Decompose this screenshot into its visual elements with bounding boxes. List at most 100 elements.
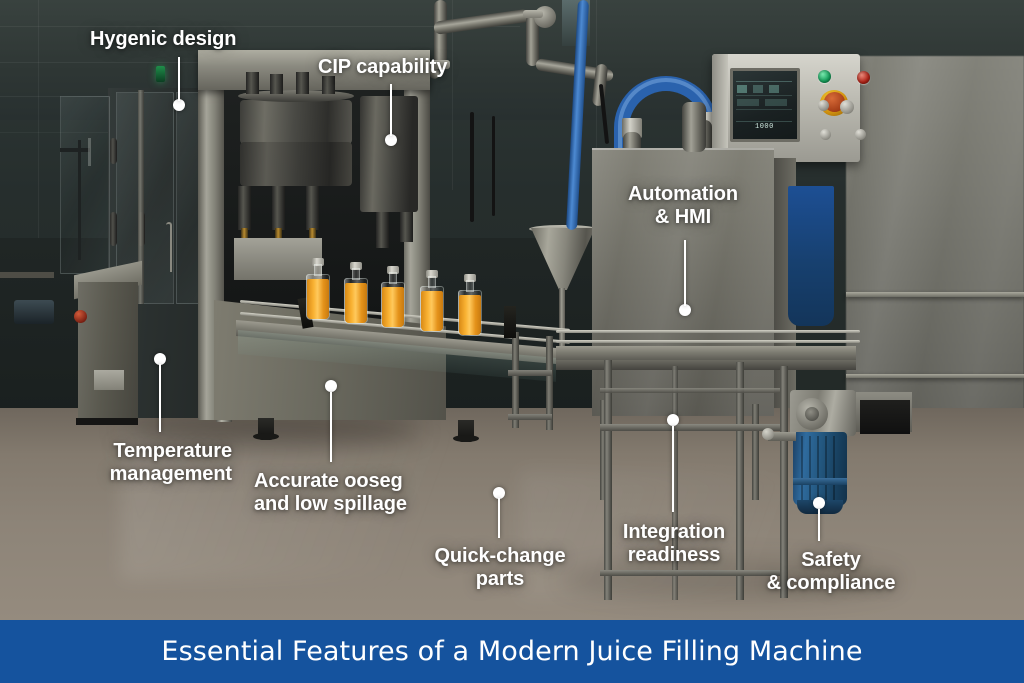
- wall-seam: [452, 0, 453, 190]
- callout-dot-cip-capability: [385, 134, 397, 146]
- guard-door-handle[interactable]: [110, 212, 117, 246]
- cip-pipe-vertical: [526, 14, 539, 66]
- pedestal-base: [76, 418, 138, 425]
- filling-nozzle: [376, 212, 389, 248]
- bottle-body: [420, 286, 444, 332]
- support-frame-post: [604, 360, 612, 600]
- nozzle-head: [296, 72, 309, 94]
- callout-dot-integration-readiness: [667, 414, 679, 426]
- callout-line-temperature-management: [159, 364, 161, 432]
- caption-bar: Essential Features of a Modern Juice Fil…: [0, 620, 1024, 683]
- cabinet-leg: [600, 400, 607, 500]
- callout-line-safety-compliance: [818, 509, 820, 541]
- motor-band: [793, 478, 847, 485]
- motor-fin: [809, 436, 811, 502]
- hmi-touchscreen[interactable]: 1000: [730, 68, 800, 142]
- factory-photo: 1000: [0, 0, 1024, 620]
- bottle-neck: [314, 264, 322, 276]
- callout-line-accurate-dosing: [330, 392, 332, 462]
- hmi-widget: [737, 99, 759, 106]
- support-bracket: [60, 148, 90, 152]
- juice-bottle: [458, 274, 482, 336]
- funnel-outlet-pipe: [559, 288, 565, 354]
- filling-nozzle: [238, 186, 251, 230]
- conveyor-guide-rail: [556, 330, 860, 333]
- control-pedestal[interactable]: [78, 282, 138, 420]
- bottle-neck: [466, 280, 474, 292]
- filling-nozzle: [400, 212, 413, 242]
- motor-fin: [833, 436, 835, 502]
- hmi-screen-line: [736, 81, 792, 82]
- juice-fill: [382, 287, 404, 327]
- wall-rail: [846, 292, 1024, 297]
- gearbox-flange: [796, 398, 828, 430]
- hmi-screen-line: [736, 121, 792, 122]
- nozzle-tip: [309, 228, 316, 244]
- callout-dot-automation-hmi: [679, 304, 691, 316]
- callout-dot-quick-change-parts: [493, 487, 505, 499]
- wall-seam: [38, 0, 39, 250]
- support-pole: [78, 140, 81, 260]
- guard-door-handle[interactable]: [110, 138, 117, 164]
- machine-subpanel: [234, 238, 322, 280]
- support-frame-post: [780, 366, 788, 598]
- nozzle-head: [270, 74, 283, 94]
- bottle-cap: [464, 274, 476, 282]
- support-frame-rail: [600, 570, 780, 576]
- blue-guide-chute: [788, 186, 834, 326]
- bottle-body: [381, 282, 405, 328]
- push-button[interactable]: [820, 129, 831, 140]
- push-button[interactable]: [818, 100, 829, 111]
- pipe-clamp: [430, 60, 450, 69]
- hmi-widget: [737, 85, 747, 93]
- selector-switch[interactable]: [840, 100, 854, 114]
- juice-fill: [421, 291, 443, 331]
- filling-nozzle: [272, 186, 285, 230]
- hmi-value-readout: 1000: [755, 123, 774, 131]
- red-indicator-light: [857, 71, 870, 84]
- juice-bottle: [420, 270, 444, 332]
- guard-pull-handle[interactable]: [166, 222, 172, 272]
- wall-rail: [0, 272, 54, 278]
- machine-foot: [453, 420, 479, 442]
- cabinet-leg: [752, 404, 759, 500]
- callout-dot-temperature-management: [154, 353, 166, 365]
- callout-dot-accurate-dosing: [325, 380, 337, 392]
- callout-line-cip-capability: [390, 84, 392, 136]
- bottle-neck: [389, 272, 397, 284]
- bottle-body: [306, 274, 330, 320]
- guard-post: [138, 90, 144, 304]
- conveyor-leg: [512, 332, 519, 428]
- wall-rail: [846, 374, 1024, 378]
- callout-line-hygenic-design: [178, 57, 180, 101]
- bottle-neck: [428, 276, 436, 288]
- cabinet-outlet-pipe: [682, 102, 706, 152]
- product-tank: [360, 96, 418, 212]
- push-button[interactable]: [855, 129, 866, 140]
- callout-dot-safety-compliance: [813, 497, 825, 509]
- conveyor-leg: [546, 336, 553, 430]
- callout-line-quick-change-parts: [498, 498, 500, 538]
- guard-glass-panel: [60, 96, 110, 274]
- ceiling-seam: [0, 26, 520, 27]
- filling-carousel-drum: [240, 100, 352, 144]
- cable: [470, 112, 474, 222]
- motor-fin: [825, 436, 827, 502]
- hmi-screen-line: [736, 109, 792, 110]
- juice-fill: [459, 295, 481, 335]
- juice-bottle: [381, 266, 405, 328]
- emergency-stop-small[interactable]: [74, 310, 87, 323]
- motor-fin: [817, 436, 819, 502]
- support-frame-rail: [600, 424, 780, 431]
- bottle-body: [458, 290, 482, 336]
- green-indicator-light: [818, 70, 831, 83]
- callout-line-automation-hmi: [684, 240, 686, 306]
- nozzle-head: [246, 72, 259, 94]
- bottle-cap: [312, 258, 324, 266]
- machine-foot: [253, 418, 279, 440]
- pipe-clamp: [523, 10, 543, 18]
- motor-mount-bracket: [768, 432, 796, 441]
- support-frame-post: [672, 366, 678, 600]
- filling-nozzle: [306, 186, 319, 230]
- hmi-screen-line: [736, 95, 792, 96]
